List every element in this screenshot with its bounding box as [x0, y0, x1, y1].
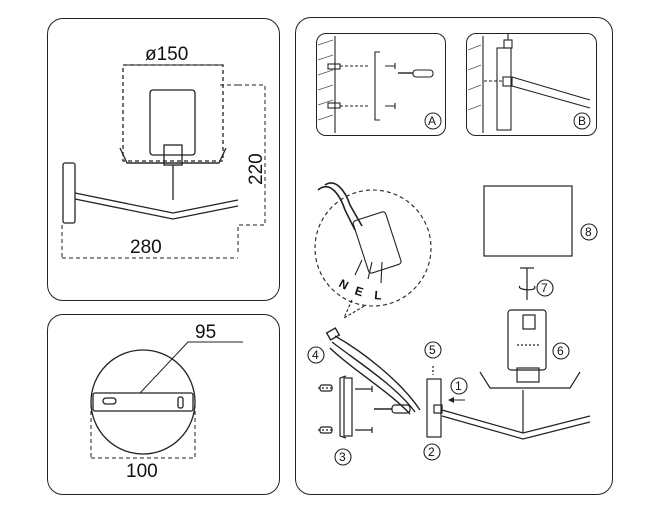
height-label: 220 [246, 153, 267, 185]
plate-diameter-label: 100 [126, 461, 158, 482]
wire-label-e: E [353, 284, 365, 300]
mounting-bracket [318, 375, 411, 439]
side-view-drawing [61, 64, 266, 259]
plate-view-drawing [90, 341, 243, 459]
label-b: B [578, 114, 586, 128]
detail-a-mounting-screws [316, 33, 446, 136]
arm-assembly [441, 267, 591, 440]
width-label: 280 [130, 237, 162, 258]
dimension-panel-plate [47, 314, 280, 495]
detail-a-drawing [317, 36, 434, 133]
lamp-shade [483, 185, 573, 257]
step-7-badge [536, 279, 554, 297]
wall-plate [426, 366, 443, 438]
badge-b [573, 112, 591, 130]
plate-length-label: 95 [195, 322, 216, 343]
step-2-badge [423, 443, 441, 461]
detail-b-arm-attachment [466, 33, 597, 136]
wire-harness [325, 327, 421, 415]
step-1-badge [450, 377, 468, 395]
wire-label-n: N [337, 276, 351, 292]
step-8-label: 8 [585, 225, 592, 239]
step-1-label: 1 [455, 379, 462, 393]
step-6-badge [552, 342, 570, 360]
badge-a [424, 112, 442, 130]
step-6-label: 6 [557, 344, 564, 358]
step-5-badge [424, 341, 442, 359]
step-4-label: 4 [312, 348, 319, 362]
step-8-badge [580, 223, 598, 241]
step-4-badge [307, 346, 325, 364]
step-7-label: 7 [541, 281, 548, 295]
wiring-callout [314, 182, 432, 320]
step-2-label: 2 [428, 445, 435, 459]
diameter-label: ø150 [145, 44, 188, 65]
detail-b-drawing [467, 33, 591, 133]
step-5-label: 5 [429, 343, 436, 357]
step-3-badge [334, 448, 352, 466]
label-a: A [428, 114, 436, 128]
wire-label-l: L [374, 288, 383, 303]
step-3-label: 3 [339, 450, 346, 464]
